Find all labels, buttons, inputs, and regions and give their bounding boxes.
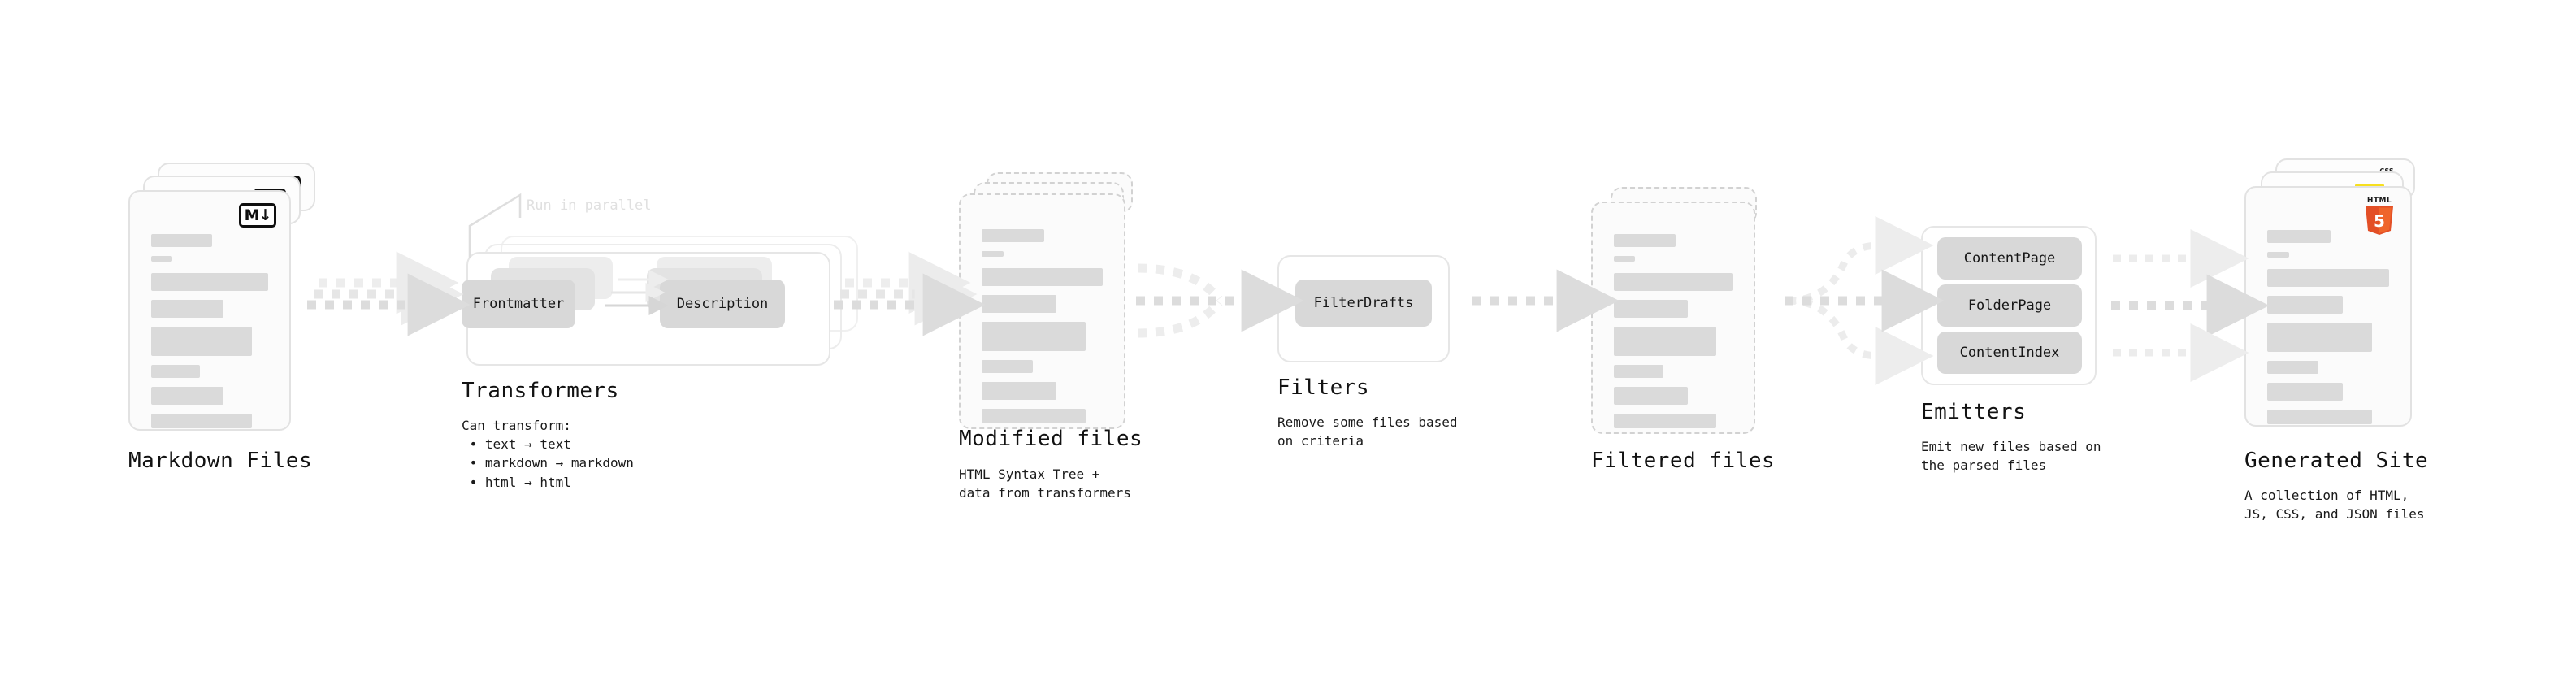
filtered-files-title: Filtered files <box>1591 449 1776 473</box>
filtered-files-card-stack <box>1591 187 1778 434</box>
html5-icon: HTML 5 <box>2363 197 2396 236</box>
generated-placeholder-lines <box>2267 230 2389 433</box>
filtered-card-front[interactable] <box>1591 202 1755 434</box>
modified-files-title: Modified files <box>959 427 1143 451</box>
filters-description: Remove some files based on criteria <box>1277 414 1458 449</box>
connector-markdown-to-transformers <box>307 251 471 336</box>
filters-title: Filters <box>1277 375 1370 400</box>
markdown-files-title: Markdown Files <box>128 449 313 473</box>
transformers-chip-frontmatter[interactable]: Frontmatter <box>462 280 575 328</box>
run-in-parallel-label: Run in parallel <box>527 197 652 214</box>
generated-site-title: Generated Site <box>2244 449 2429 473</box>
transformers-chip-description[interactable]: Description <box>660 280 785 328</box>
emitters-title: Emitters <box>1921 400 2027 424</box>
transformers-title: Transformers <box>462 379 619 403</box>
generated-site-description: A collection of HTML, JS, CSS, and JSON … <box>2244 488 2425 523</box>
emitters-description: Emit new files based on the parsed files <box>1921 439 2101 474</box>
modified-files-description: HTML Syntax Tree + data from transformer… <box>959 466 1131 501</box>
markdown-icon: M↓ <box>239 203 276 228</box>
modified-card-front[interactable] <box>959 193 1125 429</box>
modified-placeholder-lines <box>982 229 1103 432</box>
html5-icon-label: HTML <box>2366 197 2392 205</box>
connector-filtered-to-emitters <box>1785 216 1945 385</box>
filters-chip-filterdrafts[interactable]: FilterDrafts <box>1295 280 1432 327</box>
emitters-chip-contentindex[interactable]: ContentIndex <box>1937 332 2082 374</box>
modified-files-card-stack <box>959 172 1146 432</box>
generated-card-front[interactable]: HTML 5 <box>2244 186 2412 427</box>
css3-icon-label: CSS <box>2376 168 2397 175</box>
connector-emitters-to-site <box>2111 229 2270 382</box>
markdown-card-front[interactable]: M↓ <box>128 190 291 431</box>
generated-site-card-stack: CSS HTML 5 <box>2244 158 2439 435</box>
transformers-description: Can transform: • text → text • markdown … <box>462 418 634 490</box>
connector-modified-to-filters <box>1136 263 1304 338</box>
emitters-chip-folderpage[interactable]: FolderPage <box>1937 284 2082 327</box>
svg-text:5: 5 <box>2374 211 2385 231</box>
emitters-chip-contentpage[interactable]: ContentPage <box>1937 237 2082 280</box>
filtered-placeholder-lines <box>1614 234 1733 437</box>
markdown-placeholder-lines <box>151 234 268 437</box>
markdown-files-card-stack: M↓ M↓ M↓ <box>128 163 315 431</box>
